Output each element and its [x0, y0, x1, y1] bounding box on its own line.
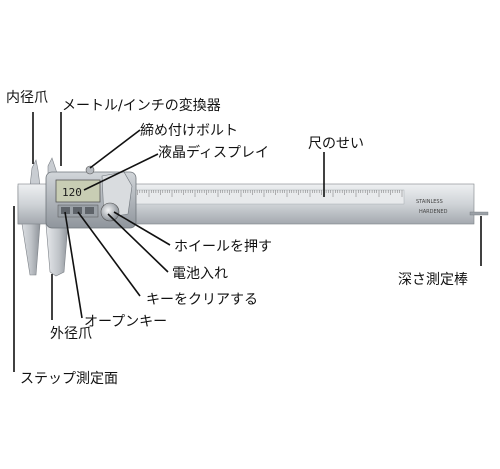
- sliding-outer-jaw: [45, 223, 69, 277]
- label-unit-switch: メートル/インチの変換器: [62, 97, 221, 114]
- label-ruler: 尺のせい: [308, 136, 364, 152]
- open-key[interactable]: [61, 207, 70, 214]
- label-step-face: ステップ測定面: [20, 371, 118, 387]
- line-thumb-wheel: [113, 211, 171, 246]
- label-open-key: オープンキー: [84, 314, 167, 330]
- lock-screw[interactable]: [85, 165, 95, 175]
- label-outer-jaw: 外径爪: [50, 326, 92, 342]
- brand-stainless: STAINLESS: [416, 199, 443, 205]
- label-clear-key: キーをクリアする: [146, 292, 258, 308]
- depth-rod: [469, 211, 489, 216]
- labels: 内径爪 メートル/インチの変換器 締め付けボルト 液晶ディスプレイ 尺のせい ホ…: [6, 90, 468, 387]
- thumb-wheel[interactable]: [100, 202, 120, 222]
- line-battery: [107, 213, 169, 273]
- line-open-key: [64, 211, 83, 319]
- lcd-reading: 120: [62, 186, 82, 199]
- line-lcd: [83, 153, 159, 191]
- clear-key[interactable]: [73, 207, 82, 214]
- unit-key[interactable]: [85, 207, 94, 214]
- label-lock-screw: 締め付けボルト: [140, 122, 238, 139]
- line-clear-key: [77, 211, 141, 297]
- beam-scale-ticks: [125, 190, 403, 197]
- caliper: STAINLESS HARDENED 120: [17, 157, 489, 277]
- line-lock-screw: [89, 129, 141, 169]
- label-inner-jaw: 内径爪: [6, 90, 48, 106]
- lcd-window: [55, 179, 101, 203]
- label-depth-rod: 深さ測定棒: [398, 272, 468, 288]
- label-thumb-wheel: ホイールを押す: [174, 239, 272, 255]
- callout-lines: [13, 112, 482, 372]
- brand-hardened: HARDENED: [419, 209, 448, 215]
- label-battery: 電池入れ: [172, 266, 228, 282]
- fixed-inner-jaw: [29, 159, 41, 187]
- label-lcd: 液晶ディスプレイ: [158, 144, 269, 161]
